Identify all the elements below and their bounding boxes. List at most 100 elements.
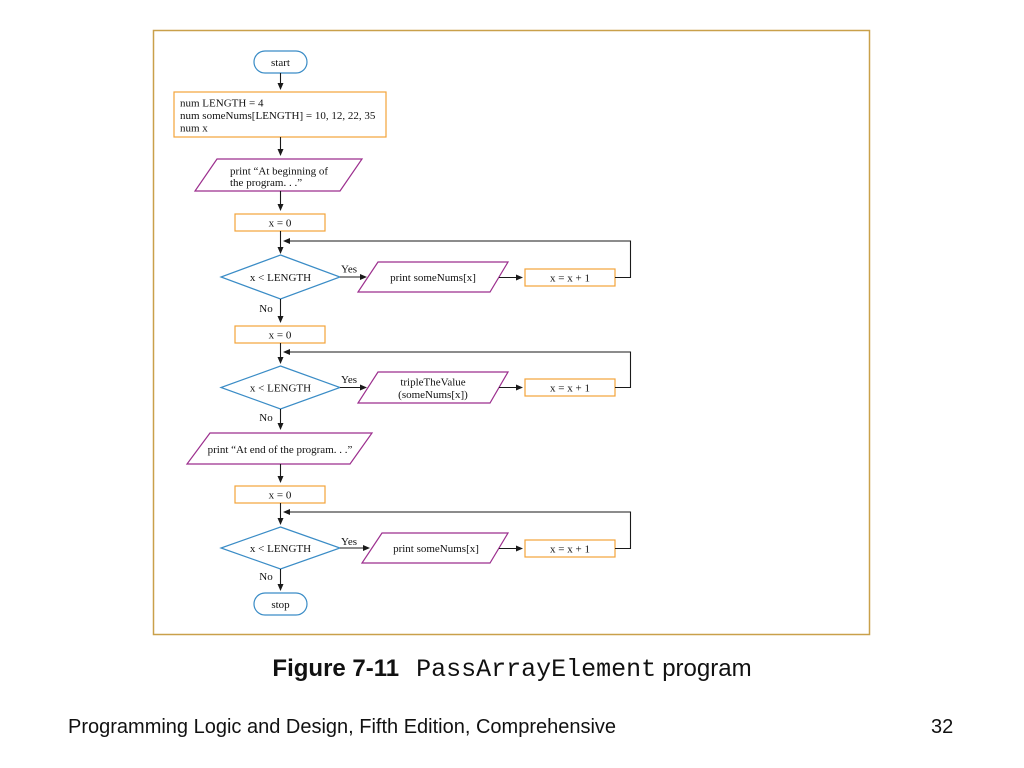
loop3-init-box: x = 0	[234, 485, 326, 504]
arrow-loop1-body-to-increment	[499, 274, 523, 281]
arrow-loop2-no	[277, 409, 284, 430]
arrowhead	[283, 509, 290, 515]
arrow-loop3-yes	[340, 545, 370, 551]
body-label: (someNums[x])	[398, 389, 468, 401]
footer-page-number: 32	[931, 716, 954, 738]
arrowhead	[277, 83, 284, 90]
condition-label: x < LENGTH	[250, 272, 311, 284]
arrow-loop3-no	[277, 569, 284, 591]
condition-label: x < LENGTH	[250, 382, 311, 394]
arrowhead	[277, 247, 284, 254]
connector-line	[287, 511, 632, 550]
figure-frame	[152, 29, 871, 636]
declaration-line: num x	[180, 122, 208, 134]
arrow-loop3-init-to-condition	[277, 503, 284, 525]
arrowhead	[516, 384, 523, 391]
arrow-start-to-declarations	[277, 73, 284, 90]
footer-book-title: Programming Logic and Design, Fifth Edit…	[68, 716, 617, 738]
arrow-loop1-yes	[340, 274, 367, 280]
loop1-return-connector	[283, 238, 632, 279]
loop1-no-label: No	[259, 303, 273, 315]
declarations-box: num LENGTH = 4 num someNums[LENGTH] = 10…	[173, 91, 387, 138]
body-label: tripleTheValue	[400, 376, 465, 388]
arrowhead	[516, 545, 523, 552]
stop-shape	[253, 592, 308, 616]
declaration-line: num someNums[LENGTH] = 10, 12, 22, 35	[180, 110, 376, 122]
arrow-declarations-to-print-begin	[277, 137, 284, 156]
arrowhead	[277, 149, 284, 156]
loop2-return-connector	[283, 349, 632, 389]
connector-line	[287, 240, 632, 279]
body-shape	[360, 532, 510, 564]
loop1-yes-label: Yes	[341, 263, 357, 275]
body-label: print someNums[x]	[390, 272, 476, 284]
increment-label: x = x + 1	[550, 543, 590, 555]
print-end-output: print “At end of the program. . .”	[185, 432, 374, 465]
loop1-condition-decision: x < LENGTH	[219, 254, 342, 300]
print-begin-line: the program. . .”	[230, 177, 302, 189]
loop2-condition-decision: x < LENGTH	[219, 365, 342, 410]
figure-program-name: PassArrayElement	[416, 655, 657, 684]
loop1-body-output: print someNums[x]	[356, 261, 510, 293]
figure-caption-text: program	[662, 655, 752, 682]
arrowhead	[283, 349, 290, 355]
init-label: x = 0	[269, 329, 292, 341]
loop3-yes-label: Yes	[341, 536, 357, 548]
arrow-print-begin-to-loop1-init	[277, 191, 284, 211]
print-begin-line: print “At beginning of	[230, 165, 328, 177]
arrow-loop2-yes	[340, 384, 367, 391]
arrow-loop2-init-to-condition	[277, 343, 284, 364]
arrowhead	[277, 316, 284, 323]
print-begin-output: print “At beginning of the program. . .”	[193, 158, 364, 192]
arrowhead	[283, 238, 290, 244]
connector-line	[287, 351, 632, 389]
figure-number: Figure 7-11	[272, 655, 400, 682]
loop3-condition-decision: x < LENGTH	[219, 526, 342, 570]
arrowhead	[277, 423, 284, 430]
loop3-return-connector	[283, 509, 632, 550]
init-label: x = 0	[269, 217, 292, 229]
arrowhead	[360, 274, 367, 280]
loop2-increment-box: x = x + 1	[524, 378, 616, 397]
declaration-line: num LENGTH = 4	[180, 97, 264, 109]
arrow-loop1-no	[277, 299, 284, 323]
body-shape	[356, 261, 510, 293]
print-begin-shape	[193, 158, 364, 192]
arrow-loop2-body-to-increment	[499, 384, 523, 391]
stop-label: stop	[271, 599, 290, 611]
print-end-label: print “At end of the program. . .”	[208, 444, 353, 456]
arrowhead	[277, 518, 284, 525]
loop2-yes-label: Yes	[341, 374, 357, 386]
loop2-no-label: No	[259, 412, 273, 424]
start-terminal: start	[253, 50, 308, 74]
body-shape	[356, 371, 510, 404]
loop3-increment-box: x = x + 1	[524, 539, 616, 558]
loop3-no-label: No	[259, 571, 273, 583]
stop-terminal: stop	[253, 592, 308, 616]
loop1-init-box: x = 0	[234, 213, 326, 232]
body-label: print someNums[x]	[393, 543, 479, 555]
increment-label: x = x + 1	[550, 382, 590, 394]
print-end-shape	[185, 432, 374, 465]
arrowhead	[277, 357, 284, 364]
arrowhead	[516, 274, 523, 281]
declarations-shape	[173, 91, 387, 138]
arrow-print-end-to-loop3-init	[277, 464, 284, 483]
arrowhead	[277, 584, 284, 591]
arrowhead	[360, 384, 367, 391]
loop2-body-output: tripleTheValue (someNums[x])	[356, 371, 510, 404]
start-label: start	[271, 57, 290, 69]
arrowhead	[363, 545, 370, 551]
condition-label: x < LENGTH	[250, 543, 311, 555]
loop1-increment-box: x = x + 1	[524, 268, 616, 287]
arrowhead	[277, 476, 284, 483]
loop3-body-output: print someNums[x]	[360, 532, 510, 564]
arrow-loop3-body-to-increment	[499, 545, 523, 552]
increment-label: x = x + 1	[550, 272, 590, 284]
loop2-init-box: x = 0	[234, 325, 326, 344]
arrowhead	[277, 204, 284, 211]
arrow-loop1-init-to-condition	[277, 231, 284, 254]
init-label: x = 0	[269, 489, 292, 501]
